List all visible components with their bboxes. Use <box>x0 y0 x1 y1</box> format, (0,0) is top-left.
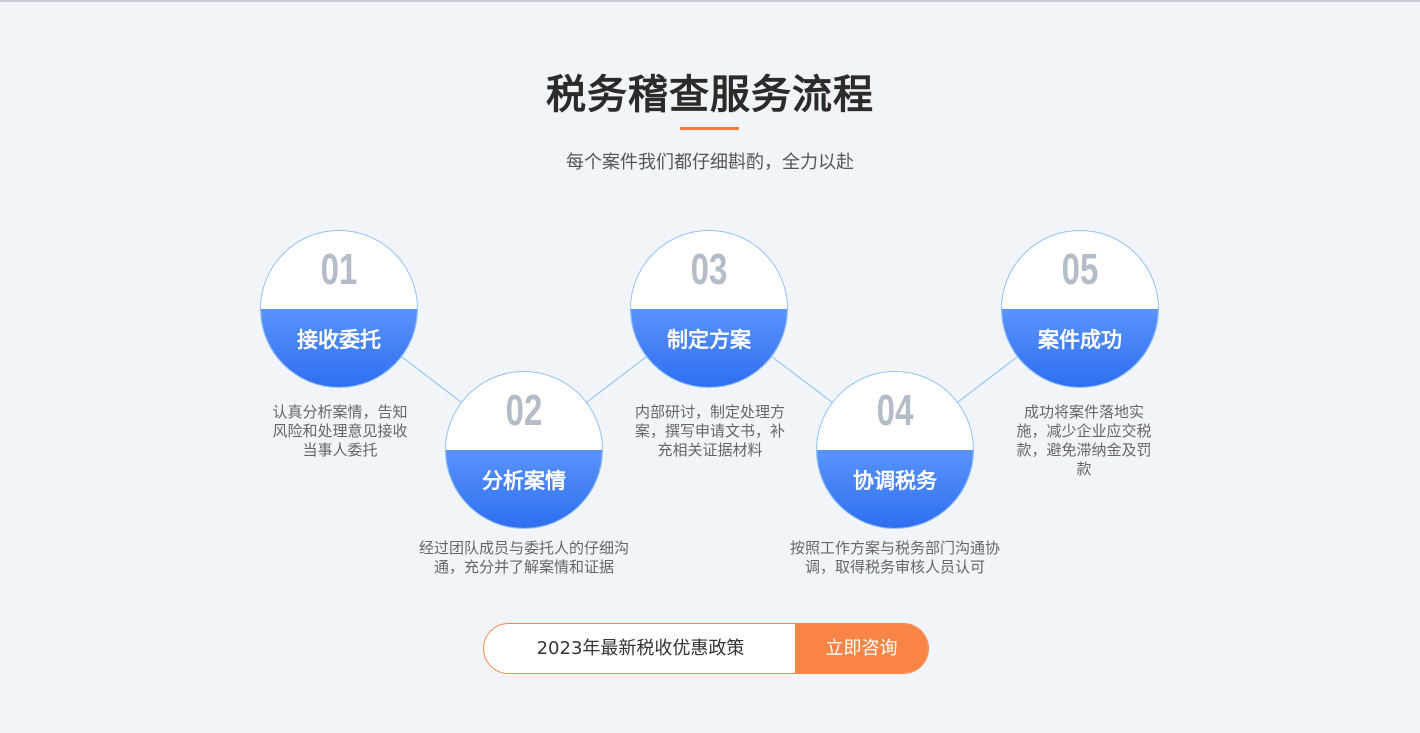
step-description-2: 经过团队成员与委托人的仔细沟通，充分并了解案情和证据 <box>418 539 629 576</box>
policy-link[interactable]: 2023年最新税收优惠政策 <box>536 638 745 659</box>
consult-bar: 2023年最新税收优惠政策 立即咨询 <box>483 623 929 674</box>
step-number: 02 <box>505 386 543 435</box>
step-label: 分析案情 <box>482 469 566 493</box>
step-circle-5: 05 案件成功 <box>1001 230 1159 388</box>
step-number: 03 <box>690 245 728 294</box>
step-label: 案件成功 <box>1038 328 1122 352</box>
page-subtitle: 每个案件我们都仔细斟酌，全力以赴 <box>566 152 854 173</box>
step-description-5: 成功将案件落地实施，减少企业应交税款，避免滞纳金及罚款 <box>1016 403 1152 478</box>
step-description-1: 认真分析案情，告知风险和处理意见接收当事人委托 <box>272 403 408 459</box>
step-number: 01 <box>320 245 358 294</box>
consult-button[interactable]: 立即咨询 <box>795 624 928 673</box>
step-circle-3: 03 制定方案 <box>630 230 788 388</box>
title-underline <box>680 127 739 130</box>
page-title: 税务稽查服务流程 <box>546 72 874 118</box>
step-description-4: 按照工作方案与税务部门沟通协调，取得税务审核人员认可 <box>789 539 1000 576</box>
top-border <box>0 0 1420 2</box>
step-circle-2: 02 分析案情 <box>445 371 603 529</box>
step-circle-4: 04 协调税务 <box>816 371 974 529</box>
step-label: 制定方案 <box>667 328 751 352</box>
step-label: 协调税务 <box>853 469 937 493</box>
step-number: 05 <box>1061 245 1099 294</box>
step-circle-1: 01 接收委托 <box>260 230 418 388</box>
step-description-3: 内部研讨，制定处理方案，撰写申请文书，补充相关证据材料 <box>634 403 785 459</box>
step-number: 04 <box>876 386 914 435</box>
step-label: 接收委托 <box>297 328 381 352</box>
